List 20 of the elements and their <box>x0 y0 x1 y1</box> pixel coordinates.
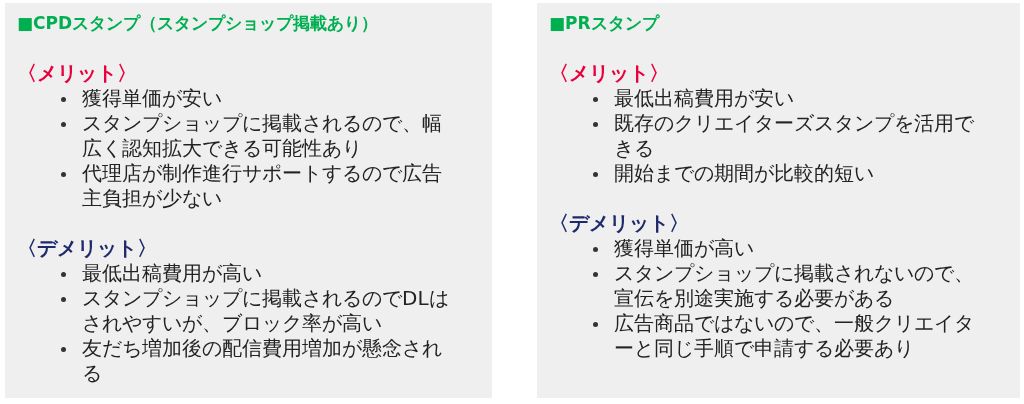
demerit-heading: 〈デメリット〉 <box>17 236 158 261</box>
demerit-heading: 〈デメリット〉 <box>549 211 690 236</box>
merit-heading: 〈メリット〉 <box>549 61 670 86</box>
bullet-text: 友だち増加後の配信費用増加が懸念される <box>82 336 442 385</box>
panel-heading: ■CPDスタンプ（スタンプショップ掲載あり） <box>17 12 380 35</box>
bullet-text: スタンプショップに掲載されないので、宣伝を別途実施する必要がある <box>614 261 974 310</box>
bullet-text: 最低出稿費用が高い <box>82 261 262 285</box>
bullet-text: 獲得単価が安い <box>82 86 222 110</box>
bullet-text: 獲得単価が高い <box>614 236 754 260</box>
bullet-text: スタンプショップに掲載されるのでDLはされやすいが、ブロック率が高い <box>82 286 449 335</box>
bullet-text: スタンプショップに掲載されるので、幅広く認知拡大できる可能性あり <box>82 111 442 160</box>
card-background <box>537 3 1020 398</box>
bullet-text: 広告商品ではないので、一般クリエイターと同じ手順で申請する必要あり <box>614 311 974 360</box>
card-background <box>5 3 492 398</box>
bullet-text: 既存のクリエイターズスタンプを活用できる <box>614 111 974 160</box>
bullet-text: 最低出稿費用が安い <box>614 86 794 110</box>
merit-heading: 〈メリット〉 <box>17 61 138 86</box>
bullet-text: 開始までの期間が比較的短い <box>614 161 874 185</box>
bullet-text: 代理店が制作進行サポートするので広告主負担が少ない <box>82 161 442 210</box>
panel-heading: ■PRスタンプ <box>549 12 661 35</box>
